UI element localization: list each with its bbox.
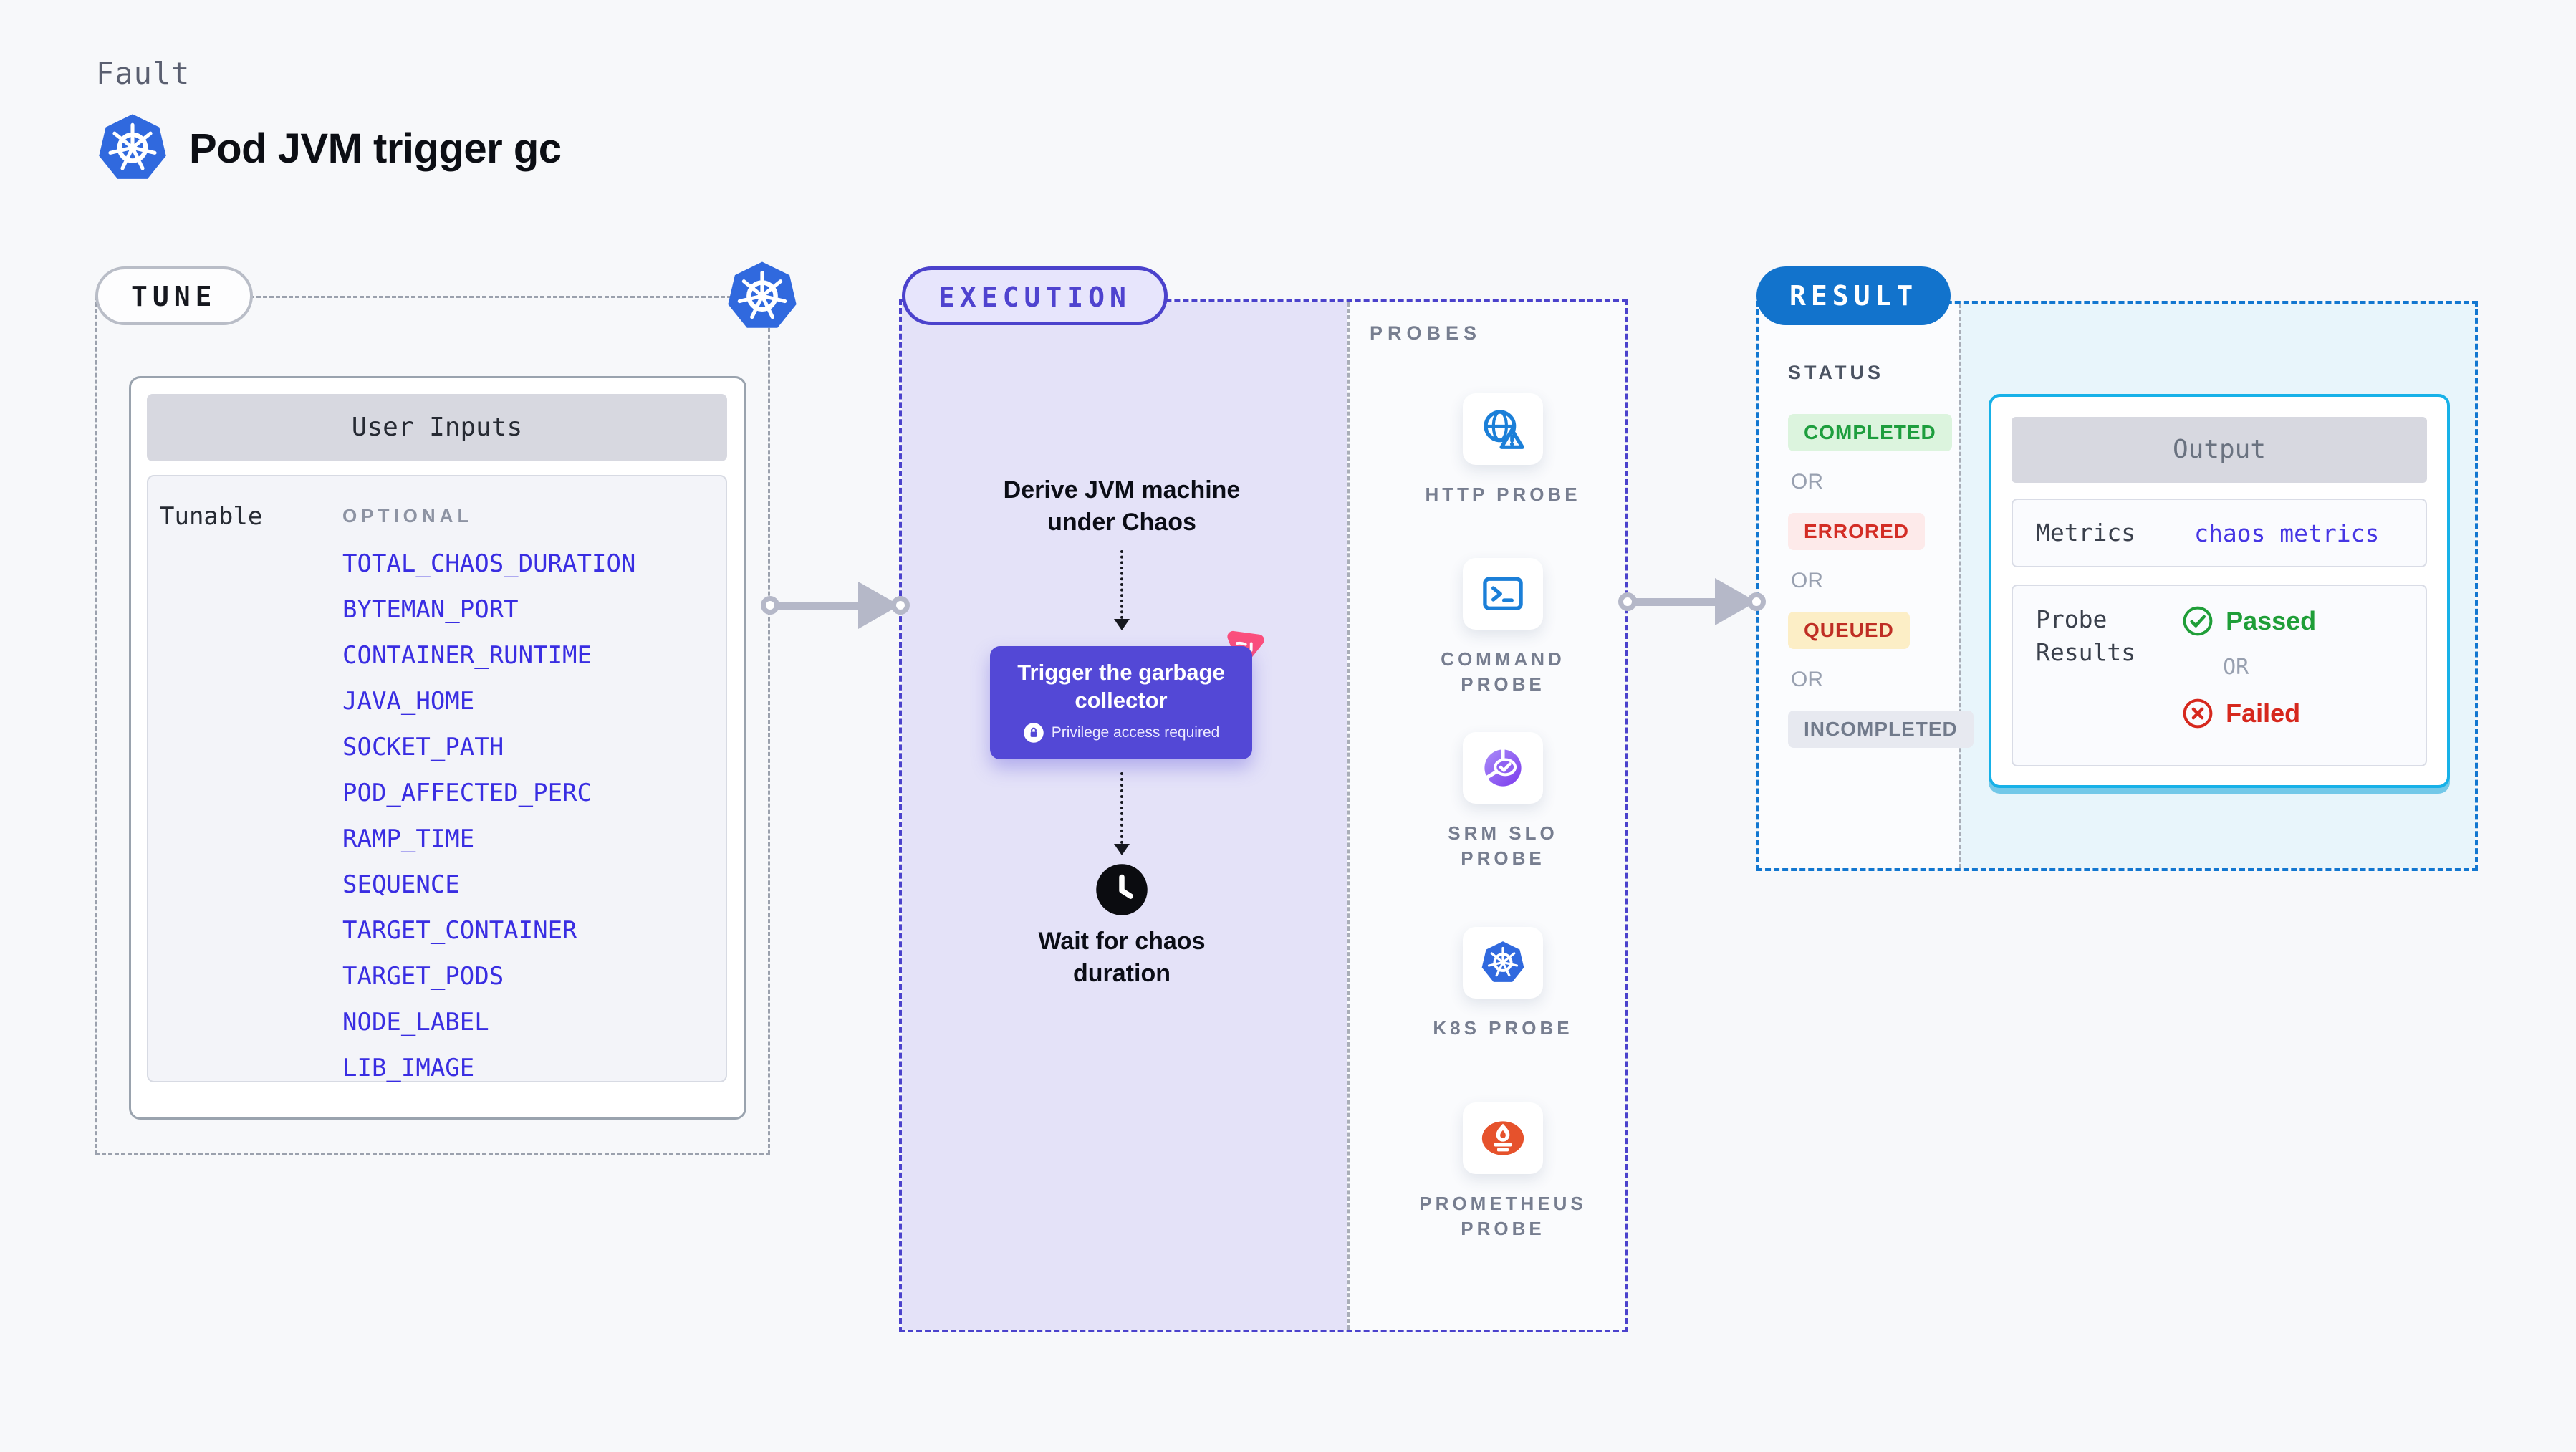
or-label: OR	[1791, 668, 1823, 691]
result-badge: RESULT	[1756, 266, 1951, 325]
probe-item-http: HTTP PROBE	[1395, 393, 1610, 507]
output-card: Output Metrics chaos metrics Probe Resul…	[1989, 394, 2450, 788]
param-link[interactable]: TOTAL_CHAOS_DURATION	[342, 549, 636, 578]
http-probe-icon	[1463, 393, 1543, 465]
derive-step-text: Derive JVM machine under Chaos	[1003, 476, 1241, 536]
probe-label: SRM SLO PROBE	[1448, 822, 1558, 870]
param-link[interactable]: TARGET_CONTAINER	[342, 916, 577, 945]
probes-label: PROBES	[1370, 322, 1482, 344]
status-badge-queued: QUEUED	[1788, 612, 1910, 649]
status-label: STATUS	[1788, 362, 1884, 383]
connector-endpoint	[761, 596, 779, 615]
param-link[interactable]: NODE_LABEL	[342, 1008, 489, 1037]
clock-icon	[1094, 862, 1150, 918]
probe-label: PROMETHEUS PROBE	[1419, 1193, 1587, 1240]
probe-label: HTTP PROBE	[1425, 484, 1581, 505]
trigger-gc-node[interactable]: Trigger the garbage collector Privilege …	[990, 646, 1252, 759]
flow-dotted-line	[1120, 772, 1123, 844]
privilege-note: Privilege access required	[1051, 723, 1220, 741]
probe-results-row: Probe Results Passed OR Failed	[2012, 585, 2427, 766]
param-link[interactable]: BYTEMAN_PORT	[342, 595, 519, 624]
probe-item-command: COMMAND PROBE	[1395, 558, 1610, 697]
k8s-probe-icon	[1463, 927, 1543, 999]
probe-label: COMMAND PROBE	[1441, 648, 1565, 696]
param-link[interactable]: CONTAINER_RUNTIME	[342, 641, 592, 670]
status-badge-completed: COMPLETED	[1788, 414, 1952, 451]
or-label: OR	[2223, 655, 2249, 680]
passed-label: Passed	[2226, 606, 2317, 635]
probe-item-prometheus: PROMETHEUS PROBE	[1395, 1102, 1610, 1241]
param-link[interactable]: SEQUENCE	[342, 870, 460, 899]
param-link[interactable]: TARGET_PODS	[342, 962, 504, 991]
status-badge-incompleted: INCOMPLETED	[1788, 711, 1974, 748]
fault-kicker: Fault	[96, 56, 191, 91]
failed-label: Failed	[2226, 698, 2301, 728]
param-link[interactable]: SOCKET_PATH	[342, 733, 504, 761]
page-title: Pod JVM trigger gc	[189, 125, 562, 172]
param-link[interactable]: LIB_IMAGE	[342, 1054, 475, 1082]
probe-results-label: Probe Results	[2036, 605, 2136, 667]
trigger-gc-label: Trigger the garbage collector	[1017, 660, 1225, 713]
optional-label: OPTIONAL	[342, 505, 474, 527]
execution-section: PROBES HTTP PROBE COMMAND PROBE SRM SLO …	[899, 299, 1628, 1332]
kubernetes-icon	[96, 112, 169, 185]
connector-line	[770, 602, 870, 610]
status-badge-errored: ERRORED	[1788, 513, 1926, 550]
prometheus-probe-icon	[1463, 1102, 1543, 1174]
tunable-label: Tunable	[160, 502, 263, 531]
command-probe-icon	[1463, 558, 1543, 630]
probe-item-k8s: K8S PROBE	[1395, 927, 1610, 1041]
chaos-metrics-link[interactable]: chaos metrics	[2194, 519, 2380, 547]
tunable-panel: Tunable OPTIONAL TOTAL_CHAOS_DURATION BY…	[147, 475, 727, 1082]
output-header: Output	[2012, 417, 2427, 483]
execution-badge: EXECUTION	[902, 266, 1168, 325]
probe-item-srm-slo: SRM SLO PROBE	[1395, 732, 1610, 871]
flow-arrowhead	[1114, 619, 1130, 630]
flow-dotted-line	[1120, 550, 1123, 619]
param-link[interactable]: POD_AFFECTED_PERC	[342, 779, 592, 807]
or-label: OR	[1791, 569, 1823, 592]
lock-icon	[1023, 722, 1044, 744]
connector-endpoint	[1618, 592, 1637, 611]
probe-label: K8S PROBE	[1433, 1017, 1573, 1039]
param-link[interactable]: RAMP_TIME	[342, 824, 475, 853]
or-label: OR	[1791, 470, 1823, 494]
wait-step-text: Wait for chaos duration	[1038, 928, 1206, 987]
param-link[interactable]: JAVA_HOME	[342, 687, 475, 716]
tune-section	[95, 296, 770, 1155]
param-list: TOTAL_CHAOS_DURATION BYTEMAN_PORT CONTAI…	[342, 549, 635, 1100]
metrics-row: Metrics chaos metrics	[2012, 499, 2427, 567]
srm-slo-probe-icon	[1463, 732, 1543, 804]
user-inputs-card: User Inputs Tunable OPTIONAL TOTAL_CHAOS…	[129, 376, 746, 1120]
result-status-area	[1759, 304, 1959, 868]
connector-endpoint	[1747, 592, 1766, 611]
probes-area: PROBES HTTP PROBE COMMAND PROBE SRM SLO …	[1347, 302, 1625, 1330]
user-inputs-header: User Inputs	[147, 394, 727, 461]
execution-flow-area	[902, 302, 1347, 1330]
flow-arrowhead	[1114, 844, 1130, 855]
connector-endpoint	[891, 596, 910, 615]
check-circle-icon	[2181, 605, 2214, 638]
status-column: STATUS COMPLETED OR ERRORED OR QUEUED OR…	[1788, 362, 1974, 748]
metrics-label: Metrics	[2036, 518, 2136, 547]
tune-badge: TUNE	[95, 266, 253, 325]
kubernetes-icon	[725, 259, 799, 334]
x-circle-icon	[2181, 697, 2214, 730]
connector-line	[1628, 598, 1726, 606]
